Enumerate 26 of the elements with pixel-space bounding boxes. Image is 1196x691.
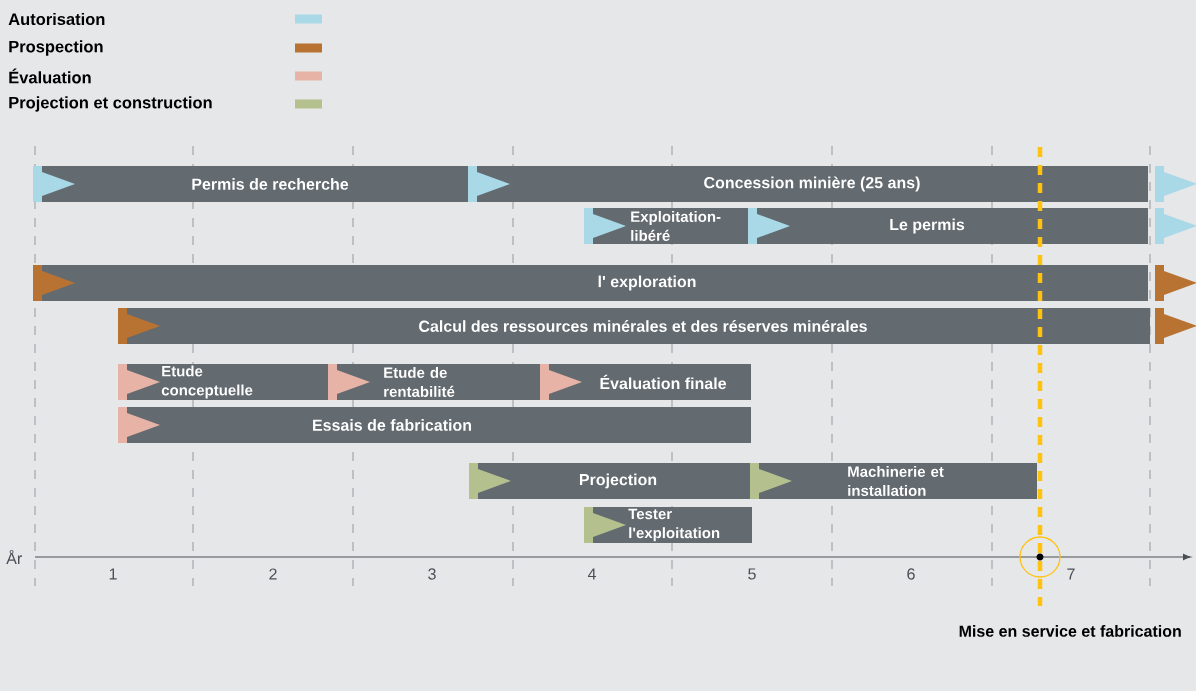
task-bar: Le permis [748, 208, 1196, 244]
task-bar: Essais de fabrication [118, 407, 751, 443]
task-bar: Concession minière (25 ans) [468, 166, 1196, 202]
task-bar: Tester l'exploitation [584, 507, 752, 543]
legend-label: Projection et construction [9, 96, 212, 112]
year-label: 6 [907, 568, 915, 580]
task-bar: Etude conceptuelle [118, 364, 330, 400]
legend-label: Autorisation [8, 12, 105, 26]
year-label: 3 [428, 568, 436, 580]
task-bar: Permis de recherche [33, 166, 470, 202]
task-bar: Calcul des ressources minérales et des réserves minérales [118, 308, 1196, 344]
task-bar: Projection [469, 463, 752, 499]
milestone-label: Mise en service et fabrication [959, 625, 1181, 637]
task-bar: Etude de rentabilité [328, 364, 542, 400]
task-bar: Machinerie et installation [750, 463, 1037, 499]
axis-label: År [6, 550, 22, 564]
legend-label: Prospection [9, 40, 103, 56]
year-label: 5 [748, 568, 756, 580]
task-bar: l' exploration [33, 265, 1196, 301]
year-label: 1 [109, 568, 117, 580]
task-bar: Évaluation finale [540, 364, 751, 400]
task-bar: Exploitation-libéré [584, 208, 750, 244]
year-label: 7 [1067, 568, 1075, 580]
legend-label: Évaluation [9, 68, 91, 84]
year-label: 4 [587, 568, 596, 580]
year-label: 2 [269, 568, 277, 580]
